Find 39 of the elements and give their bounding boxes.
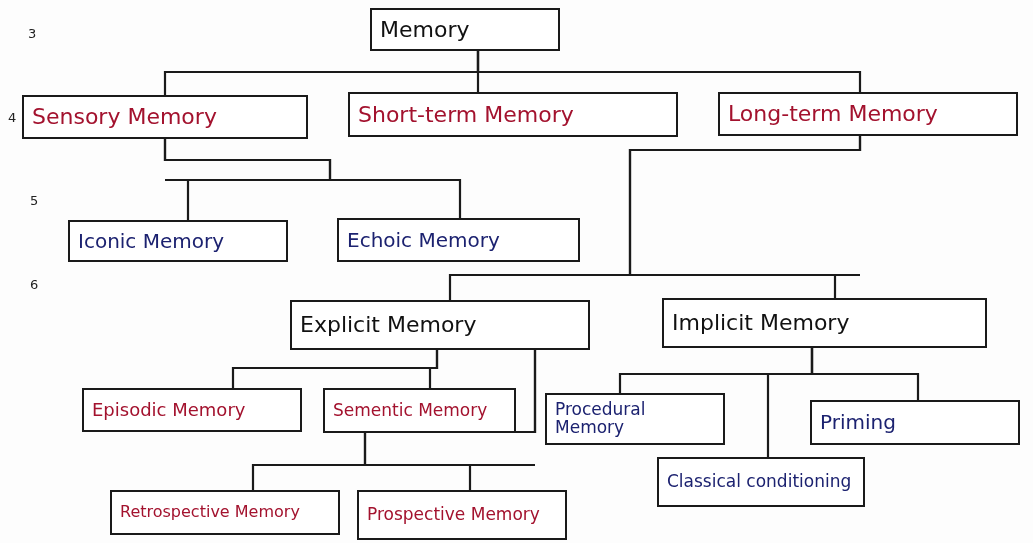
- memory-box: [110, 490, 340, 535]
- box-label: Priming: [820, 412, 896, 433]
- memory-box: [662, 298, 987, 348]
- line-number: 3: [28, 26, 37, 41]
- line-number: 4: [8, 110, 17, 125]
- memory-box: [545, 393, 725, 445]
- box-label: Echoic Memory: [347, 229, 500, 251]
- box-label: Sementic Memory: [333, 401, 488, 420]
- memory-box: [657, 457, 865, 507]
- memory-box: [82, 388, 302, 432]
- box-label: Prospective Memory: [367, 506, 540, 524]
- box-label: Iconic Memory: [78, 230, 225, 252]
- box-label: Sensory Memory: [32, 105, 217, 129]
- box-label: Short-term Memory: [358, 102, 574, 127]
- box-label: Implicit Memory: [672, 311, 850, 335]
- connector-line: [810, 348, 920, 400]
- memory-box: [810, 400, 1020, 445]
- connector-line: [476, 51, 862, 92]
- line-number: 6: [30, 277, 39, 292]
- memory-box: [68, 220, 288, 262]
- connector-line: [163, 139, 462, 218]
- memory-box: [357, 490, 567, 540]
- connector-line: [428, 350, 439, 388]
- box-label: Retrospective Memory: [120, 504, 300, 521]
- box-label: Procedural Memory: [555, 401, 647, 437]
- box-label: Memory: [380, 17, 470, 42]
- memory-box: [323, 388, 516, 433]
- box-label: Episodic Memory: [92, 400, 246, 420]
- memory-box: [370, 8, 560, 51]
- box-label: Explicit Memory: [300, 313, 477, 337]
- memory-box: [290, 300, 590, 350]
- box-label: Long-term Memory: [728, 102, 938, 126]
- memory-box: [22, 95, 308, 139]
- connector-line: [628, 136, 862, 298]
- memory-box: [337, 218, 580, 262]
- memory-box: [718, 92, 1018, 136]
- memory-box: [348, 92, 678, 137]
- box-label: Classical conditioning: [667, 473, 852, 491]
- line-number: 5: [30, 193, 39, 208]
